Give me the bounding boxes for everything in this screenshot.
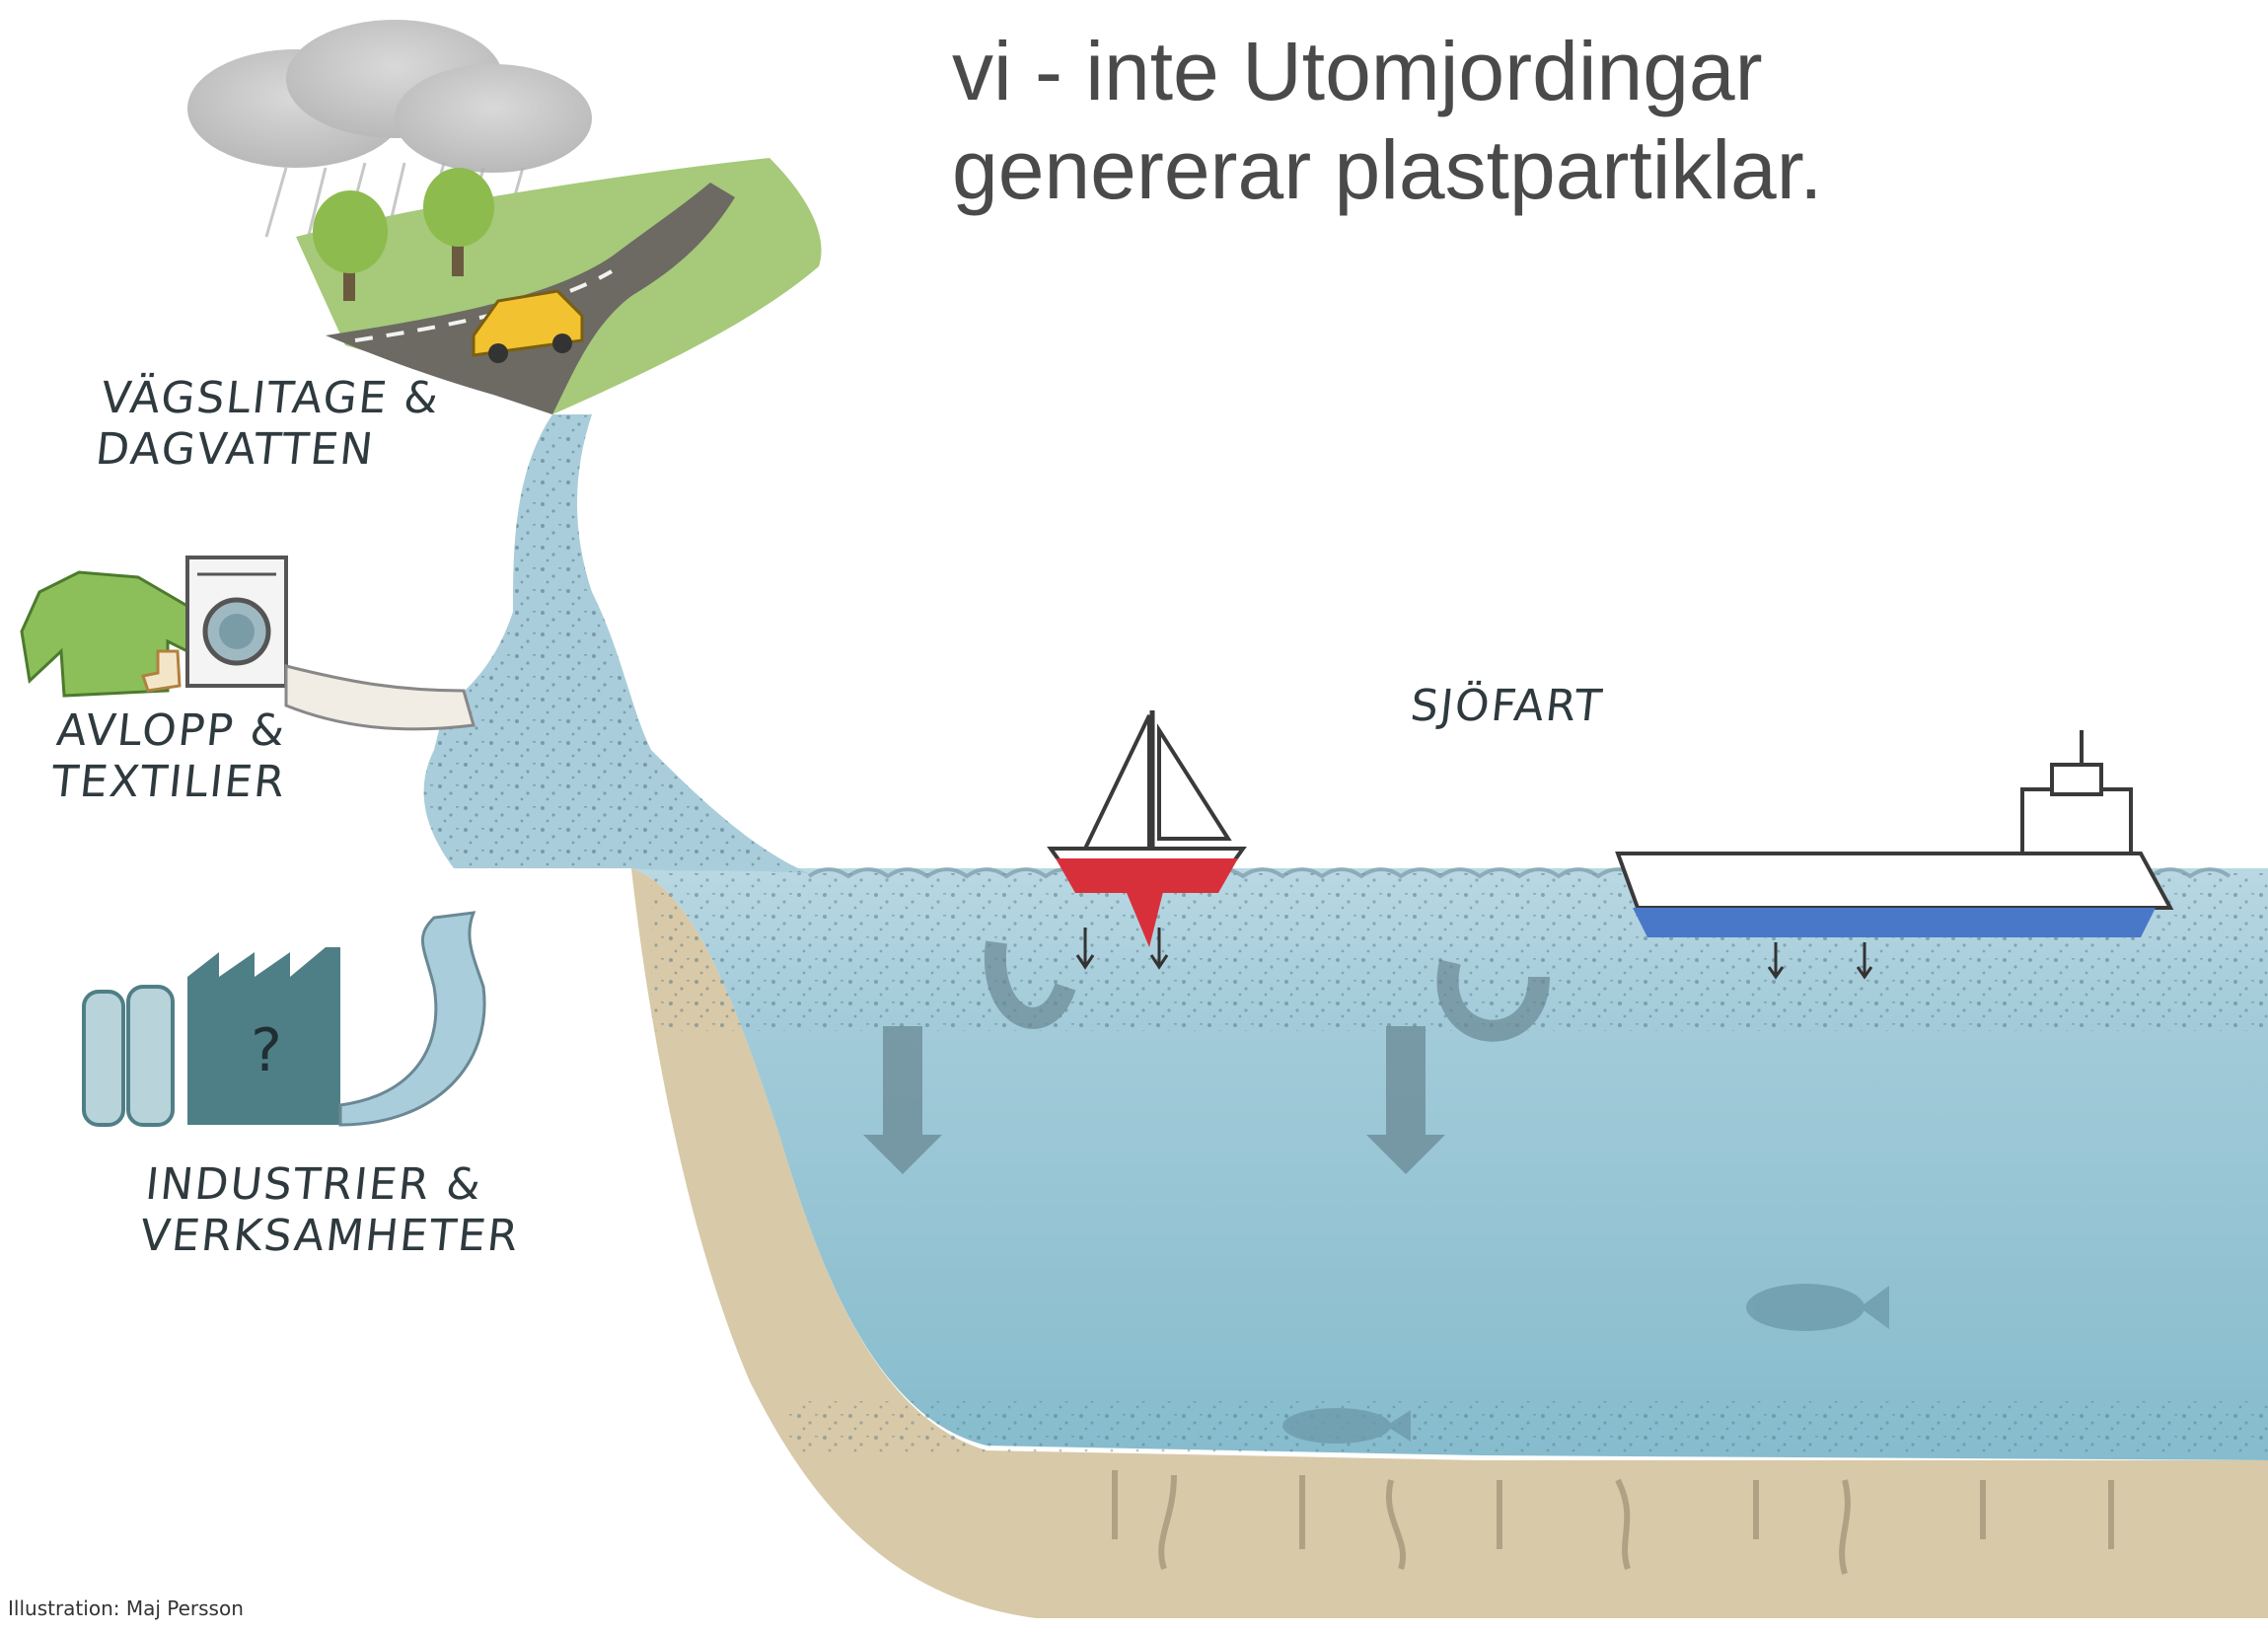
illustration-credit: Illustration: Maj Persson xyxy=(8,1596,244,1620)
washing-machine-drain-pipe xyxy=(286,666,474,729)
label-shipping-text: SJÖFART xyxy=(1408,681,1606,732)
label-sewage-textiles-line-1: AVLOPP & xyxy=(54,705,294,757)
headline-line-1: vi - inte Utomjordingar xyxy=(952,22,2234,120)
factory-question-mark: ? xyxy=(251,1016,282,1085)
label-shipping: SJÖFART xyxy=(1408,681,1606,732)
label-sewage-textiles: AVLOPP & TEXTILIER xyxy=(49,705,295,808)
label-road-wear: VÄGSLITAGE & DAGVATTEN xyxy=(94,373,443,476)
label-industry-line-2: VERKSAMHETER xyxy=(138,1211,523,1262)
headline-line-2: genererar plastpartiklar. xyxy=(952,120,2234,219)
seabed-particle-layer xyxy=(789,1401,2268,1455)
label-industry: INDUSTRIER & VERKSAMHETER xyxy=(138,1159,528,1262)
washing-machine-icon xyxy=(187,557,286,686)
label-sewage-textiles-line-2: TEXTILIER xyxy=(49,757,289,808)
label-road-wear-line-1: VÄGSLITAGE & xyxy=(99,373,443,424)
particle-stream-specks xyxy=(424,414,809,873)
factory-icon xyxy=(84,947,340,1125)
label-road-wear-line-2: DAGVATTEN xyxy=(94,424,438,476)
factory-outflow-pipe xyxy=(340,913,484,1125)
label-industry-line-1: INDUSTRIER & xyxy=(143,1159,528,1211)
headline: vi - inte Utomjordingar genererar plastp… xyxy=(952,22,2234,219)
